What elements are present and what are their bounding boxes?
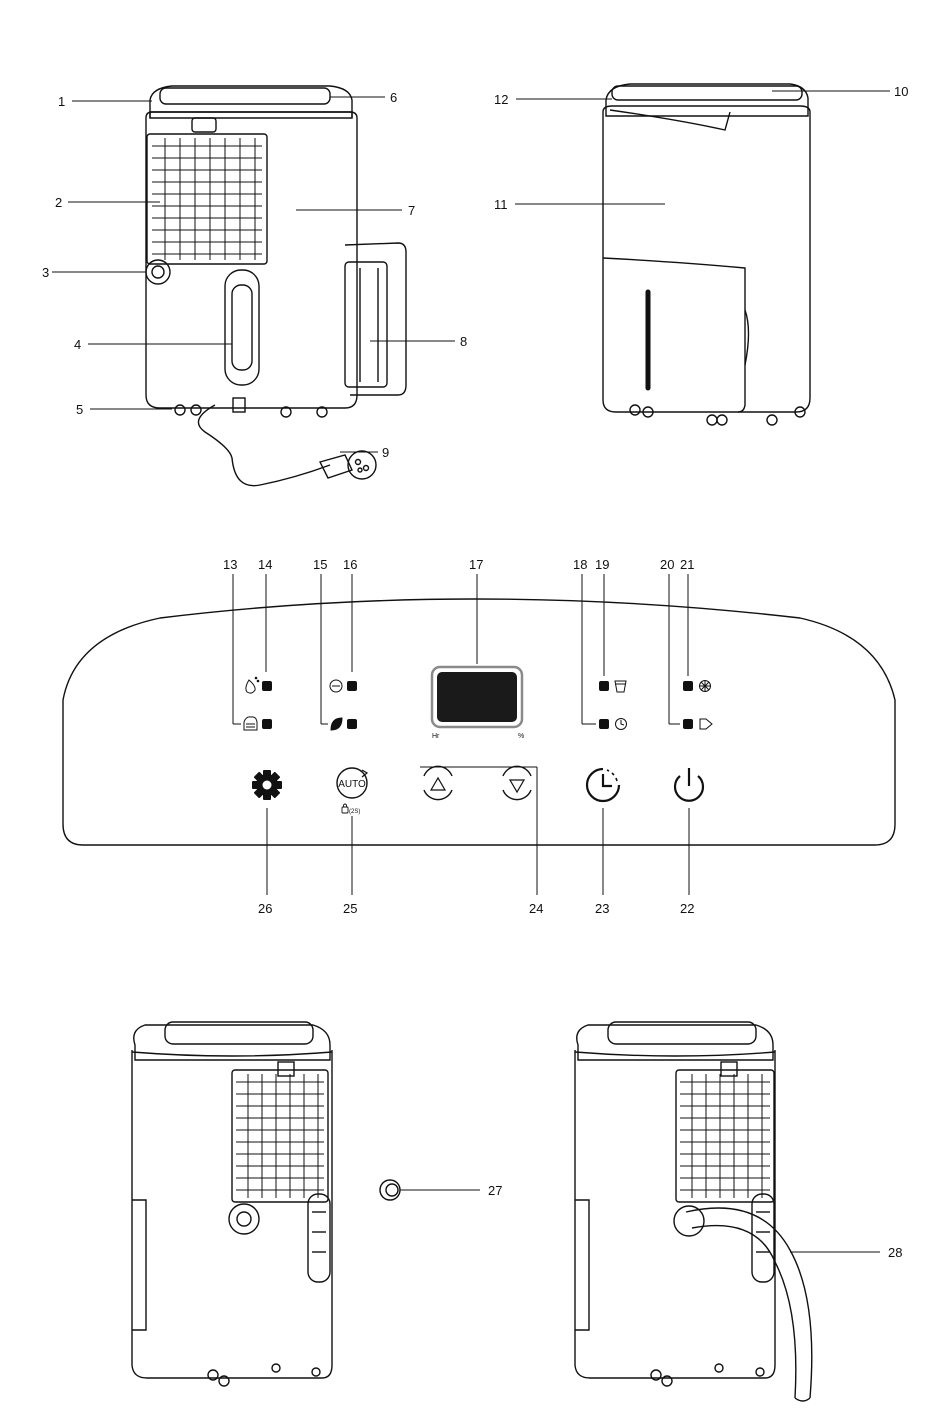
callout-12: 12 bbox=[494, 92, 508, 107]
rear-grille-left bbox=[236, 1074, 324, 1198]
front-view-unit bbox=[146, 86, 406, 486]
callout-18: 18 bbox=[573, 557, 587, 572]
rear-drain-view-unit bbox=[132, 1022, 400, 1386]
callout-13: 13 bbox=[223, 557, 237, 572]
arrow-down-icon[interactable] bbox=[503, 766, 531, 799]
callout-3: 3 bbox=[42, 265, 49, 280]
callout-23: 23 bbox=[595, 901, 609, 916]
control-panel: Hr % bbox=[63, 599, 895, 845]
led-13 bbox=[262, 719, 272, 729]
eco-leaf-icon bbox=[331, 718, 342, 730]
auto-lock-icon[interactable]: AUTO (2S) bbox=[337, 768, 367, 815]
callout-4: 4 bbox=[74, 337, 81, 352]
callout-28: 28 bbox=[888, 1245, 902, 1260]
callout-6: 6 bbox=[390, 90, 397, 105]
arrow-up-icon[interactable] bbox=[424, 766, 452, 799]
callout-1: 1 bbox=[58, 94, 65, 109]
callout-15: 15 bbox=[313, 557, 327, 572]
rear-grille-right bbox=[680, 1074, 770, 1198]
timer-icon bbox=[616, 719, 627, 730]
led-20 bbox=[683, 719, 693, 729]
callout-17: 17 bbox=[469, 557, 483, 572]
callout-2: 2 bbox=[55, 195, 62, 210]
led-19 bbox=[599, 681, 609, 691]
callout-10: 10 bbox=[894, 84, 908, 99]
continuous-drain-view-unit bbox=[575, 1022, 812, 1401]
callout-21: 21 bbox=[680, 557, 694, 572]
callout-24: 24 bbox=[529, 901, 543, 916]
callout-25: 25 bbox=[343, 901, 357, 916]
defrost-icon bbox=[700, 719, 712, 729]
power-icon[interactable] bbox=[675, 768, 703, 801]
settings-gear-icon[interactable] bbox=[252, 770, 282, 800]
callout-9: 9 bbox=[382, 445, 389, 460]
display-hr-label: Hr bbox=[432, 733, 440, 740]
rear-view-unit bbox=[603, 84, 810, 425]
timer-button-icon[interactable] bbox=[587, 769, 619, 801]
front-grille bbox=[152, 138, 262, 260]
leader-lines bbox=[52, 91, 890, 1252]
auto-mode-icon bbox=[330, 680, 342, 692]
callout-26: 26 bbox=[258, 901, 272, 916]
callout-19: 19 bbox=[595, 557, 609, 572]
led-18 bbox=[599, 719, 609, 729]
display-screen bbox=[437, 672, 517, 722]
callout-7: 7 bbox=[408, 203, 415, 218]
callout-11: 11 bbox=[494, 197, 508, 212]
led-16 bbox=[347, 681, 357, 691]
lock-hint-label: (2S) bbox=[349, 809, 360, 815]
tank-full-icon bbox=[615, 681, 626, 692]
led-14 bbox=[262, 681, 272, 691]
callout-5: 5 bbox=[76, 402, 83, 417]
fan-speed-icon bbox=[700, 681, 711, 692]
callout-16: 16 bbox=[343, 557, 357, 572]
callout-20: 20 bbox=[660, 557, 674, 572]
callout-27: 27 bbox=[488, 1183, 502, 1198]
led-21 bbox=[683, 681, 693, 691]
display-percent-label: % bbox=[518, 733, 524, 740]
callout-14: 14 bbox=[258, 557, 272, 572]
auto-button-label: AUTO bbox=[338, 779, 366, 790]
callout-22: 22 bbox=[680, 901, 694, 916]
led-15 bbox=[347, 719, 357, 729]
clothes-dry-icon bbox=[244, 717, 257, 730]
humidity-drop-icon bbox=[246, 677, 259, 693]
callout-8: 8 bbox=[460, 334, 467, 349]
